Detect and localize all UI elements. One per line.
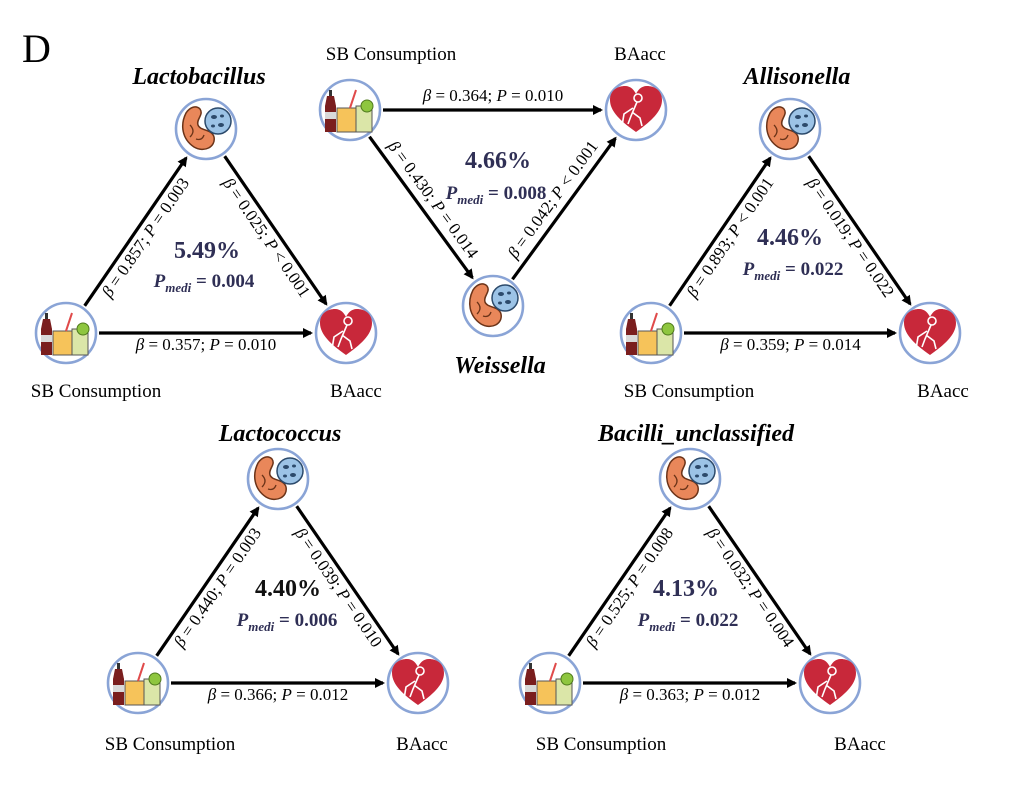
arrow-mediator-to-outcome xyxy=(295,505,400,656)
heart-aging-icon xyxy=(898,301,962,365)
genus-title: Lactobacillus xyxy=(131,64,265,90)
arrow-exposure-to-mediator xyxy=(567,506,672,657)
exposure-label: SB Consumption xyxy=(624,381,755,402)
outcome-label: BAacc xyxy=(834,734,886,755)
exposure-label: SB Consumption xyxy=(31,381,162,402)
arrow-mediator-to-outcome xyxy=(707,505,812,656)
heart-aging-icon xyxy=(604,78,668,142)
gut-microbiota-icon xyxy=(758,97,822,161)
soft-drink-icon xyxy=(34,301,98,365)
genus-title: Allisonella xyxy=(742,64,851,90)
p-medi: Pmedi = 0.022 xyxy=(637,610,739,634)
arrow-mediator-to-outcome xyxy=(223,155,328,306)
p-medi: Pmedi = 0.004 xyxy=(153,271,255,295)
gut-microbiota-icon xyxy=(658,447,722,511)
panel-letter: D xyxy=(22,26,51,71)
p-medi: Pmedi = 0.006 xyxy=(236,610,338,634)
gut-microbiota-icon xyxy=(174,97,238,161)
soft-drink-icon xyxy=(518,651,582,715)
gut-microbiota-icon xyxy=(461,274,525,338)
arrow-exposure-to-mediator xyxy=(668,156,772,307)
proportion-mediated: 4.46% xyxy=(757,225,823,251)
path-c-label: β = 0.357; P = 0.010 xyxy=(135,335,277,354)
exposure-label: SB Consumption xyxy=(105,734,236,755)
path-c-label: β = 0.359; P = 0.014 xyxy=(719,335,861,354)
genus-title: Lactococcus xyxy=(218,421,342,447)
heart-aging-icon xyxy=(798,651,862,715)
path-c-label: β = 0.363; P = 0.012 xyxy=(619,685,761,704)
heart-aging-icon xyxy=(314,301,378,365)
arrow-exposure-to-mediator xyxy=(83,156,188,307)
arrow-mediator-to-outcome xyxy=(511,136,617,281)
outcome-label: BAacc xyxy=(330,381,382,402)
p-medi: Pmedi = 0.008 xyxy=(445,183,547,207)
proportion-mediated: 4.13% xyxy=(653,576,719,602)
heart-aging-icon xyxy=(386,651,450,715)
path-c-label: β = 0.366; P = 0.012 xyxy=(207,685,349,704)
genus-title: Weissella xyxy=(454,353,546,379)
arrow-mediator-to-outcome xyxy=(807,155,912,306)
proportion-mediated: 4.66% xyxy=(465,148,531,174)
soft-drink-icon xyxy=(106,651,170,715)
gut-microbiota-icon xyxy=(246,447,310,511)
p-medi: Pmedi = 0.022 xyxy=(742,259,844,283)
genus-title: Bacilli_unclassified xyxy=(597,421,795,447)
exposure-label: SB Consumption xyxy=(536,734,667,755)
soft-drink-icon xyxy=(619,301,683,365)
arrow-exposure-to-mediator xyxy=(155,506,260,657)
arrow-exposure-to-mediator xyxy=(368,135,474,280)
outcome-label: BAacc xyxy=(396,734,448,755)
outcome-label: BAacc xyxy=(614,44,666,65)
path-c-label: β = 0.364; P = 0.010 xyxy=(422,86,564,105)
proportion-mediated: 5.49% xyxy=(174,238,240,264)
proportion-mediated: 4.40% xyxy=(255,576,321,602)
soft-drink-icon xyxy=(318,78,382,142)
outcome-label: BAacc xyxy=(917,381,969,402)
exposure-label: SB Consumption xyxy=(326,44,457,65)
